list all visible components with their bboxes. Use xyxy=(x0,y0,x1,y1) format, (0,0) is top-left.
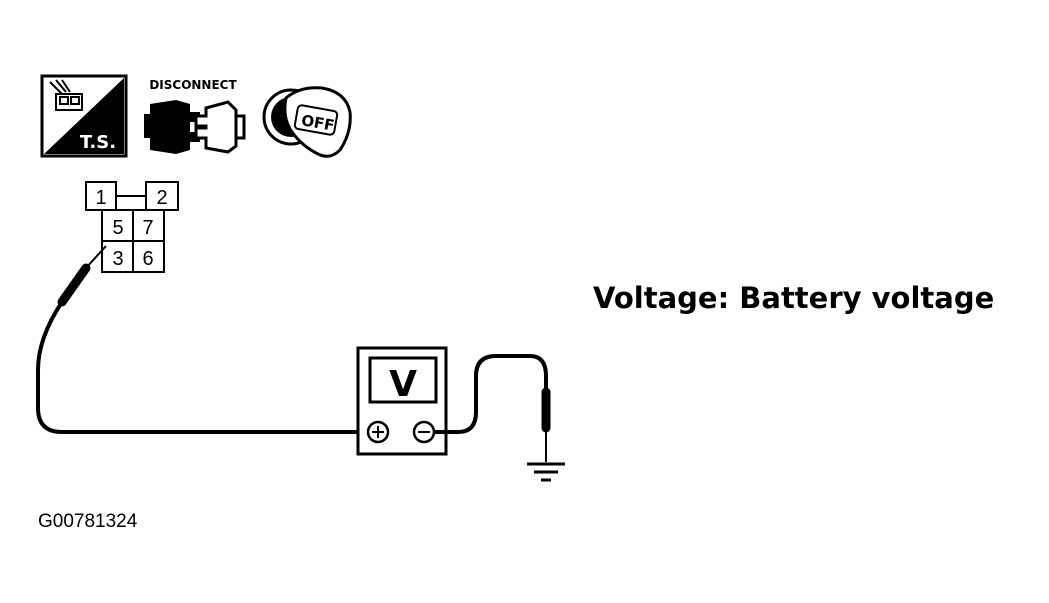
voltmeter-display xyxy=(368,356,438,404)
disconnect-label: DISCONNECT xyxy=(149,78,237,92)
ts-icon: T.S. xyxy=(40,74,128,158)
positive-probe-lead xyxy=(36,245,366,434)
connector-pin-labels: 1 2 5 7 3 6 xyxy=(95,187,167,270)
mini-connector-icon xyxy=(49,79,83,111)
voltmeter-unit: V xyxy=(389,364,417,405)
disconnect-icon: DISCONNECT xyxy=(144,78,246,154)
pin-7-label: 7 xyxy=(142,217,153,239)
ground-symbol-icon xyxy=(527,462,565,482)
pin-1-label: 1 xyxy=(95,187,106,209)
ignition-off-icon: OFF xyxy=(262,86,352,158)
voltage-result-text: Voltage: Battery voltage xyxy=(593,281,994,315)
figure-id: G00781324 xyxy=(38,511,138,532)
voltmeter: V xyxy=(356,346,448,456)
ts-label: T.S. xyxy=(80,132,116,153)
negative-probe-lead xyxy=(434,354,551,462)
pin-2-label: 2 xyxy=(156,187,167,209)
pin-3-label: 3 xyxy=(112,248,123,270)
ignition-off-label: OFF xyxy=(300,111,336,135)
pin-5-label: 5 xyxy=(112,217,123,239)
harness-connector xyxy=(85,181,179,273)
pin-6-label: 6 xyxy=(142,248,153,270)
